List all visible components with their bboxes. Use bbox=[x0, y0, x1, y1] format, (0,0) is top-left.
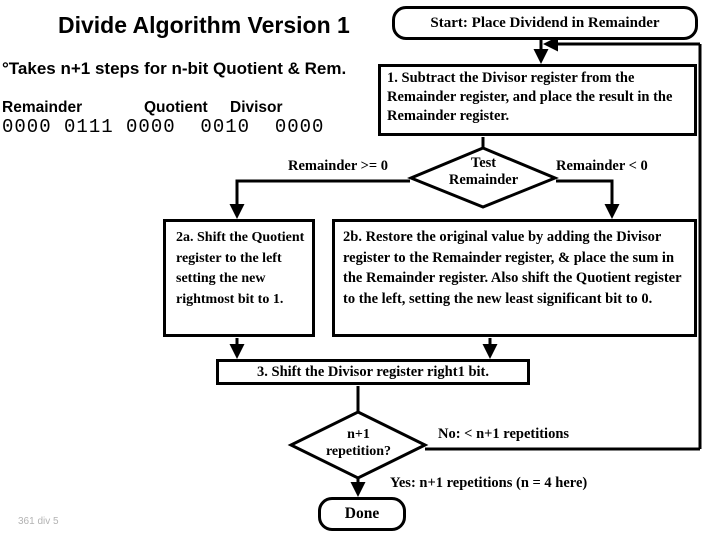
slide-footer: 361 div 5 bbox=[18, 516, 59, 527]
branch-label-remainder-ge: Remainder >= 0 bbox=[288, 158, 389, 174]
branch-label-no: No: < n+1 repetitions bbox=[438, 426, 570, 442]
register-label-remainder: Remainder bbox=[2, 99, 83, 116]
step3-box[interactable]: 3. Shift the Divisor register right1 bit… bbox=[216, 359, 530, 385]
step1-box[interactable]: 1. Subtract the Divisor register from th… bbox=[378, 64, 697, 136]
branch-label-yes: Yes: n+1 repetitions (n = 4 here) bbox=[390, 475, 588, 491]
test-remainder-diamond bbox=[407, 146, 559, 209]
page-title: Divide Algorithm Version 1 bbox=[58, 12, 350, 38]
step2a-box[interactable]: 2a. Shift the Quotient register to the l… bbox=[163, 219, 315, 337]
register-bit-values: 0000 0111 0000 0010 0000 bbox=[2, 116, 325, 138]
start-terminator[interactable]: Start: Place Dividend in Remainder bbox=[392, 6, 698, 40]
repetition-diamond bbox=[287, 410, 429, 480]
step2b-box[interactable]: 2b. Restore the original value by adding… bbox=[332, 219, 697, 337]
register-label-quotient: Quotient bbox=[144, 99, 208, 116]
register-label-divisor: Divisor bbox=[230, 99, 283, 116]
wire-test-lt-to-step2b bbox=[556, 179, 620, 219]
bullet-note: °Takes n+1 steps for n-bit Quotient & Re… bbox=[2, 59, 347, 78]
done-terminator[interactable]: Done bbox=[318, 497, 406, 531]
branch-label-remainder-lt: Remainder < 0 bbox=[556, 158, 648, 174]
wire-test-ge-to-step2a bbox=[229, 179, 410, 219]
